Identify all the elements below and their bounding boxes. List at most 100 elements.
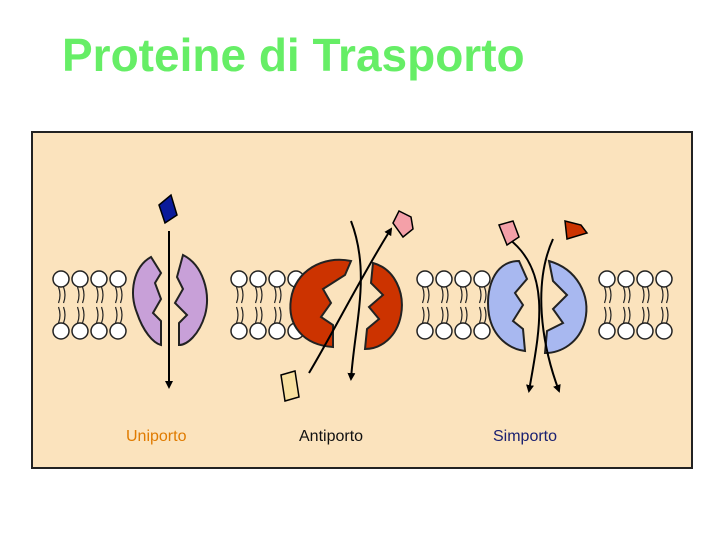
lipid-head — [617, 322, 635, 340]
lipid-head — [636, 322, 654, 340]
uniport-protein-icon — [132, 253, 208, 347]
lipid-head — [473, 322, 491, 340]
lipid-tail — [114, 286, 118, 304]
lipid-tail — [665, 306, 669, 324]
antiport-protein-icon — [289, 258, 403, 351]
lipid-tail — [235, 286, 239, 304]
lipid-tail — [641, 286, 645, 304]
lipid-tail — [603, 286, 607, 304]
lipid-tail — [445, 286, 449, 304]
lipid-tail — [259, 306, 263, 324]
lipid-tail — [278, 306, 282, 324]
lipid-head — [71, 322, 89, 340]
lipid-head — [268, 322, 286, 340]
lipid-tail — [478, 286, 482, 304]
lipid-tail — [483, 286, 487, 304]
lipid-head — [90, 322, 108, 340]
molecule-pink-2-icon — [497, 220, 520, 247]
lipid-head — [655, 322, 673, 340]
lipid-tail — [426, 286, 430, 304]
label-symport: Simporto — [493, 428, 558, 445]
lipid-head — [454, 322, 472, 340]
lipid-tail — [240, 286, 244, 304]
lipid-tail — [76, 286, 80, 304]
label-antiport: Antiporto — [299, 428, 364, 445]
lipid-tail — [240, 306, 244, 324]
antiport-arrow-out — [308, 227, 393, 374]
lipid-head — [230, 322, 248, 340]
lipid-tail — [483, 306, 487, 324]
lipid-tail — [81, 286, 85, 304]
lipid-head — [617, 270, 635, 288]
lipid-tail — [426, 306, 430, 324]
membrane-segment-1 — [52, 270, 127, 340]
lipid-tail — [95, 306, 99, 324]
lipid-tail — [254, 306, 258, 324]
lipid-tail — [235, 306, 239, 324]
lipid-tail — [62, 286, 66, 304]
lipid-head — [598, 270, 616, 288]
lipid-head — [416, 322, 434, 340]
lipid-tail — [57, 306, 61, 324]
lipid-head — [90, 270, 108, 288]
lipid-tail — [445, 306, 449, 324]
lipid-tail — [646, 306, 650, 324]
lipid-head — [636, 270, 654, 288]
lipid-tail — [459, 286, 463, 304]
molecule-dark-blue-icon — [158, 193, 178, 225]
lipid-head — [52, 322, 70, 340]
lipid-tail — [665, 286, 669, 304]
membrane-segment-3 — [416, 270, 491, 340]
lipid-head — [52, 270, 70, 288]
lipid-tail — [464, 306, 468, 324]
lipid-head — [598, 322, 616, 340]
lipid-head — [454, 270, 472, 288]
lipid-tail — [254, 286, 258, 304]
lipid-tail — [459, 306, 463, 324]
lipid-tail — [114, 306, 118, 324]
lipid-tail — [622, 306, 626, 324]
lipid-tail — [259, 286, 263, 304]
lipid-tail — [62, 306, 66, 324]
lipid-head — [249, 322, 267, 340]
lipid-head — [655, 270, 673, 288]
lipid-tail — [627, 286, 631, 304]
lipid-tail — [278, 286, 282, 304]
lipid-head — [109, 270, 127, 288]
label-uniport: Uniporto — [126, 428, 187, 445]
symport-arrow-red — [540, 238, 561, 393]
symport-arrow-pink — [508, 238, 541, 393]
lipid-tail — [603, 306, 607, 324]
lipid-head — [249, 270, 267, 288]
slide-title: Proteine di Trasporto — [62, 29, 525, 81]
lipid-tail — [641, 306, 645, 324]
transport-diagram — [52, 193, 673, 402]
lipid-tail — [608, 306, 612, 324]
lipid-tail — [464, 286, 468, 304]
lipid-head — [473, 270, 491, 288]
lipid-tail — [622, 286, 626, 304]
lipid-tail — [478, 306, 482, 324]
lipid-tail — [646, 286, 650, 304]
lipid-head — [230, 270, 248, 288]
lipid-tail — [627, 306, 631, 324]
lipid-tail — [660, 306, 664, 324]
lipid-tail — [76, 306, 80, 324]
membrane-segment-4 — [598, 270, 673, 340]
molecule-pink-icon — [392, 209, 414, 239]
lipid-tail — [273, 286, 277, 304]
lipid-head — [416, 270, 434, 288]
lipid-head — [268, 270, 286, 288]
antiport-arrow-in — [347, 220, 362, 381]
lipid-tail — [119, 286, 123, 304]
lipid-tail — [660, 286, 664, 304]
diagram-panel: Uniporto Antiporto Simporto — [31, 131, 693, 469]
molecule-red-icon — [564, 220, 589, 240]
molecule-yellow-icon — [280, 370, 300, 402]
lipid-head — [435, 270, 453, 288]
lipid-tail — [95, 286, 99, 304]
lipid-tail — [100, 306, 104, 324]
lipid-tail — [81, 306, 85, 324]
lipid-head — [109, 322, 127, 340]
symport-protein-icon — [487, 259, 588, 355]
